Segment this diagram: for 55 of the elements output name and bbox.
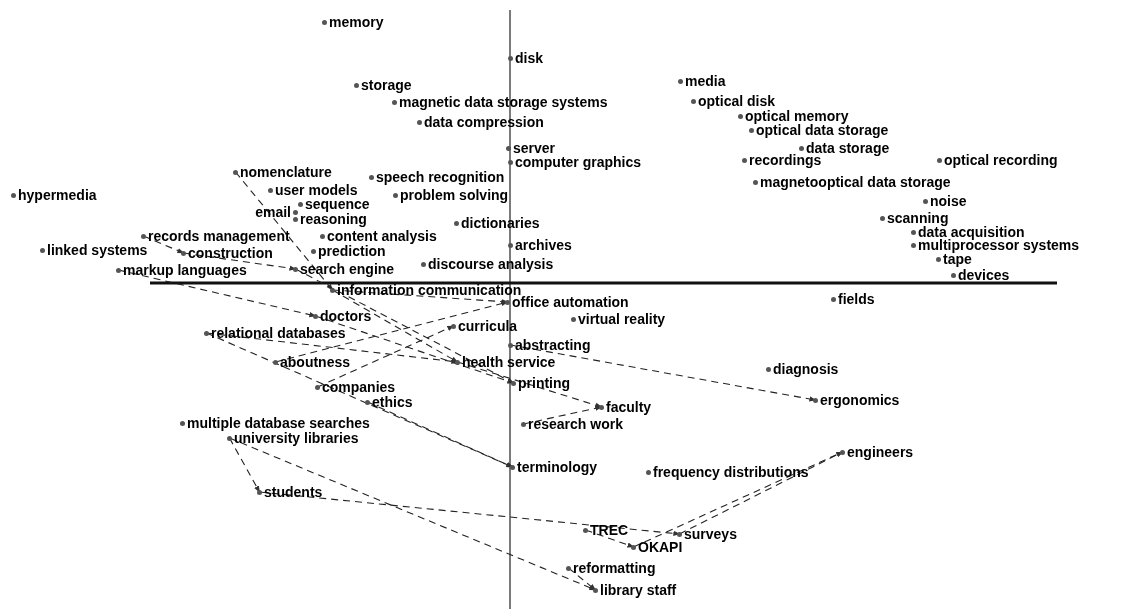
term-label: virtual reality [578,310,666,328]
term-label: engineers [847,443,914,461]
term-label: ethics [372,394,413,411]
term-label: companies [322,378,396,396]
term-label: multiple database searches [187,414,370,432]
term-label: students [264,483,323,501]
term-label: health service [462,353,556,371]
term-label: markup languages [123,261,247,279]
term-label: construction [188,244,273,262]
term-label: records management [148,227,290,245]
term-label: surveys [684,525,737,543]
term-label: nomenclature [240,163,332,181]
term-label: optical memory [745,107,849,125]
term-label: magnetooptical data storage [760,173,951,191]
term-label: university libraries [234,430,359,447]
term-label: abstracting [515,336,591,354]
term-label: linked systems [47,241,148,259]
term-label: fields [838,290,875,308]
term-label: noise [930,192,967,210]
term-label: memory [329,13,384,31]
term-label: problem solving [400,186,509,204]
term-label: dictionaries [461,214,540,232]
term-label: doctors [320,307,372,325]
term-label: optical disk [698,92,776,110]
term-label: reasoning [300,211,367,228]
term-label: storage [361,76,412,94]
term-label: ergonomics [820,391,900,409]
term-label: TREC [590,521,629,539]
term-label: content analysis [327,227,437,245]
term-label: relational databases [211,324,346,342]
term-label: aboutness [280,353,350,371]
term-label: speech recognition [376,168,505,186]
term-label: research work [528,415,623,433]
term-label: OKAPI [638,538,683,556]
term-label: curricula [458,317,518,335]
term-label: terminology [517,458,598,476]
term-label: email [255,203,291,221]
term-label: faculty [606,398,652,416]
term-label: media [685,72,726,90]
term-label: disk [515,49,543,67]
term-label: scanning [887,209,949,227]
term-label: data acquisition [918,224,1025,240]
term-label: reformatting [573,559,656,577]
term-label: devices [958,267,1010,284]
term-label: library staff [600,581,677,599]
term-label: data compression [424,113,544,131]
term-label: discourse analysis [428,255,554,273]
term-label: printing [518,374,571,392]
term-label: diagnosis [773,360,839,378]
term-label: magnetic data storage systems [399,93,608,111]
term-label: archives [515,236,572,254]
term-label: prediction [318,243,386,260]
term-label: search engine [300,260,395,278]
term-label: hypermedia [18,186,97,204]
term-label: optical recording [944,151,1058,169]
